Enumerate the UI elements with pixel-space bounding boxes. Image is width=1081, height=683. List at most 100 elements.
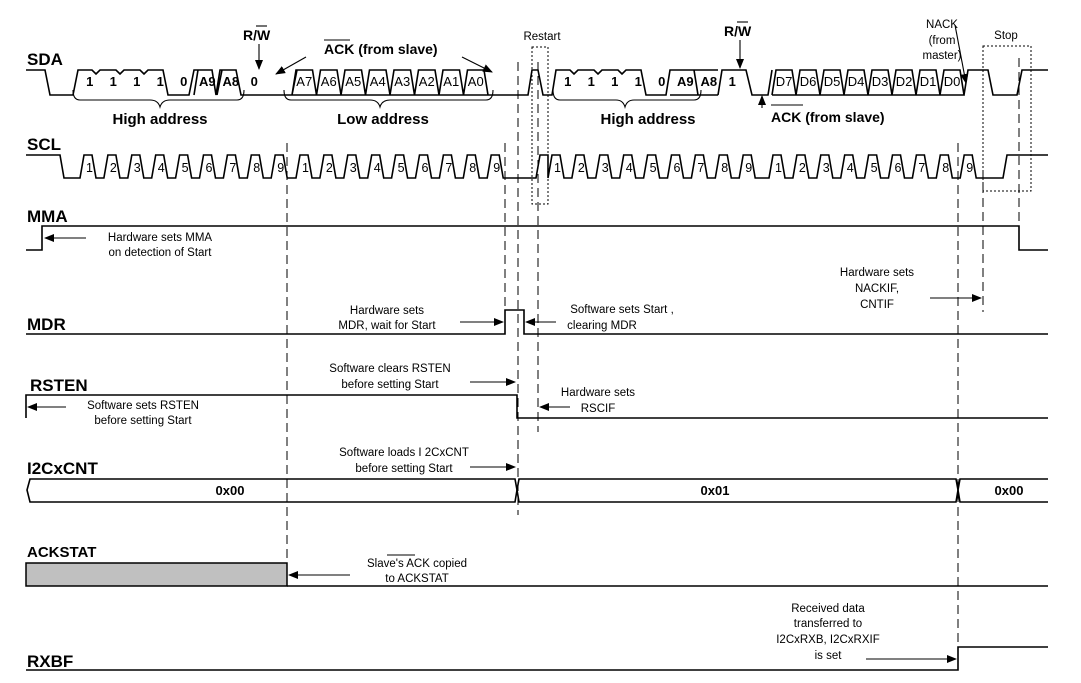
- nackif-annotation-line3: CNTIF: [860, 299, 894, 311]
- mma-annotation-line1: Hardware sets MMA: [108, 232, 212, 244]
- sda-bit-label: 1: [611, 74, 618, 89]
- scl-clock-number: 1: [554, 161, 561, 175]
- i2cxcnt-value-3: 0x00: [995, 483, 1024, 498]
- scl-clock-number: 9: [493, 161, 500, 175]
- nack-annotation: NACK (from master): [923, 19, 969, 84]
- sda-bit-label: D1: [920, 74, 937, 89]
- sda-bit-label: A8: [700, 74, 717, 89]
- svg-text:ACK (from slave): ACK (from slave): [771, 109, 885, 125]
- sda-bit-label: A1: [443, 74, 459, 89]
- scl-clock-number: 7: [918, 161, 925, 175]
- scl-clock-number: 4: [158, 161, 165, 175]
- i2cxcnt-value-1: 0x00: [216, 483, 245, 498]
- rw-annotation-1: R/W: [243, 25, 271, 70]
- scl-clock-number: 1: [86, 161, 93, 175]
- rsten-set-annotation-line2: before setting Start: [94, 415, 192, 427]
- scl-clock-number: 7: [445, 161, 452, 175]
- mdr-hw-annotation-line2: MDR, wait for Start: [338, 320, 436, 332]
- ackstat-annotation-line2: to ACKSTAT: [385, 573, 448, 585]
- rx-annotation-line1: Received data: [791, 603, 865, 615]
- scl-clock-number: 6: [674, 161, 681, 175]
- signal-label-rsten: RSTEN: [30, 376, 88, 395]
- scl-clock-number: 6: [895, 161, 902, 175]
- low-address-label: Low address: [337, 111, 429, 128]
- sda-bit-label: A9: [199, 74, 216, 89]
- sda-waveform: [26, 69, 1048, 96]
- sda-bit-label: 1: [133, 74, 140, 89]
- arrow-left-down-icon: [275, 56, 307, 75]
- sda-bit-label: 1: [564, 74, 571, 89]
- brace-high-address-1: [72, 89, 245, 109]
- sda-bit-label: 1: [635, 74, 642, 89]
- nackif-annotation-line1: Hardware sets: [840, 267, 914, 279]
- scl-clock-number: 4: [626, 161, 633, 175]
- ackstat-annotation-line1: Slave's ACK copied: [367, 558, 467, 570]
- mdr-hw-annotation-line1: Hardware sets: [350, 305, 424, 317]
- sda-bit-label: 1: [86, 74, 93, 89]
- scl-clock-number: 6: [422, 161, 429, 175]
- ack-text: ACK: [771, 109, 801, 125]
- high-address-label-1: High address: [112, 111, 207, 128]
- scl-clock-number: 1: [302, 161, 309, 175]
- sda-bit-label: 1: [157, 74, 164, 89]
- signal-label-mdr: MDR: [27, 315, 66, 334]
- rx-annotation-line4: is set: [815, 650, 843, 662]
- signal-label-mma: MMA: [27, 207, 68, 226]
- cnt-annotation-line2: before setting Start: [355, 463, 453, 475]
- signal-label-i2cxcnt: I2CxCNT: [27, 459, 98, 478]
- sda-bit-label: 1: [588, 74, 595, 89]
- scl-clock-number: 5: [398, 161, 405, 175]
- ackstat-text-a: Slave's: [367, 558, 406, 570]
- restart-label: Restart: [523, 31, 561, 43]
- arrow-down-icon: [954, 24, 969, 84]
- svg-text:R/W: R/W: [724, 23, 752, 39]
- mdr-sw-annotation-line2: clearing MDR: [567, 320, 637, 332]
- scl-clock-number: 3: [350, 161, 357, 175]
- svg-text:R/W: R/W: [243, 27, 271, 43]
- scl-clock-number: 2: [110, 161, 117, 175]
- sda-bit-label: D7: [776, 74, 793, 89]
- rw-text: R/: [243, 27, 257, 43]
- sda-bit-label: D4: [848, 74, 865, 89]
- sda-bit-label: D2: [896, 74, 913, 89]
- scl-line: [26, 154, 1048, 179]
- sda-bit-label: A9: [677, 74, 694, 89]
- sda-bit-label: 0: [180, 74, 187, 89]
- scl-clock-number: 2: [578, 161, 585, 175]
- rx-annotation-line3: I2CxRXB, I2CxRXIF: [776, 634, 880, 646]
- scl-clock-number: 2: [799, 161, 806, 175]
- scl-waveform: [26, 154, 1048, 179]
- ackstat-text-b: copied: [430, 558, 467, 570]
- from-slave-text: (from slave): [354, 41, 437, 57]
- i2cxcnt-value-2: 0x01: [701, 483, 730, 498]
- rsten-clear-annotation-line1: Software clears RSTEN: [329, 363, 450, 375]
- scl-clock-number: 6: [206, 161, 213, 175]
- stop-label: Stop: [994, 30, 1018, 42]
- sda-bit-label: A6: [321, 74, 337, 89]
- i2cxcnt-bus: 0x00 0x01 0x00: [26, 478, 1048, 503]
- scl-clock-number: 8: [942, 161, 949, 175]
- scl-clock-number: 3: [602, 161, 609, 175]
- rw-text: R/: [724, 23, 738, 39]
- from-slave-text: (from slave): [801, 109, 884, 125]
- rx-annotation-line2: transferred to: [794, 618, 862, 630]
- rscif-annotation-line1: Hardware sets: [561, 387, 635, 399]
- signal-label-scl: SCL: [27, 135, 61, 154]
- sda-bit-label: D0: [944, 74, 961, 89]
- rscif-annotation-line2: RSCIF: [581, 403, 616, 415]
- scl-clock-number: 1: [775, 161, 782, 175]
- signal-label-sda: SDA: [27, 50, 63, 69]
- scl-clock-number: 9: [966, 161, 973, 175]
- scl-clock-number: 5: [871, 161, 878, 175]
- sda-bit-label: A8: [222, 74, 239, 89]
- nack-master-text: master): [923, 50, 962, 62]
- bus-segment-1: [26, 478, 518, 503]
- scl-clock-number: 9: [745, 161, 752, 175]
- sda-bit-label: A7: [296, 74, 312, 89]
- rw-bar-text: W: [257, 27, 271, 43]
- sda-bit-label: 1: [110, 74, 117, 89]
- scl-clock-number: 2: [326, 161, 333, 175]
- scl-clock-number: 4: [374, 161, 381, 175]
